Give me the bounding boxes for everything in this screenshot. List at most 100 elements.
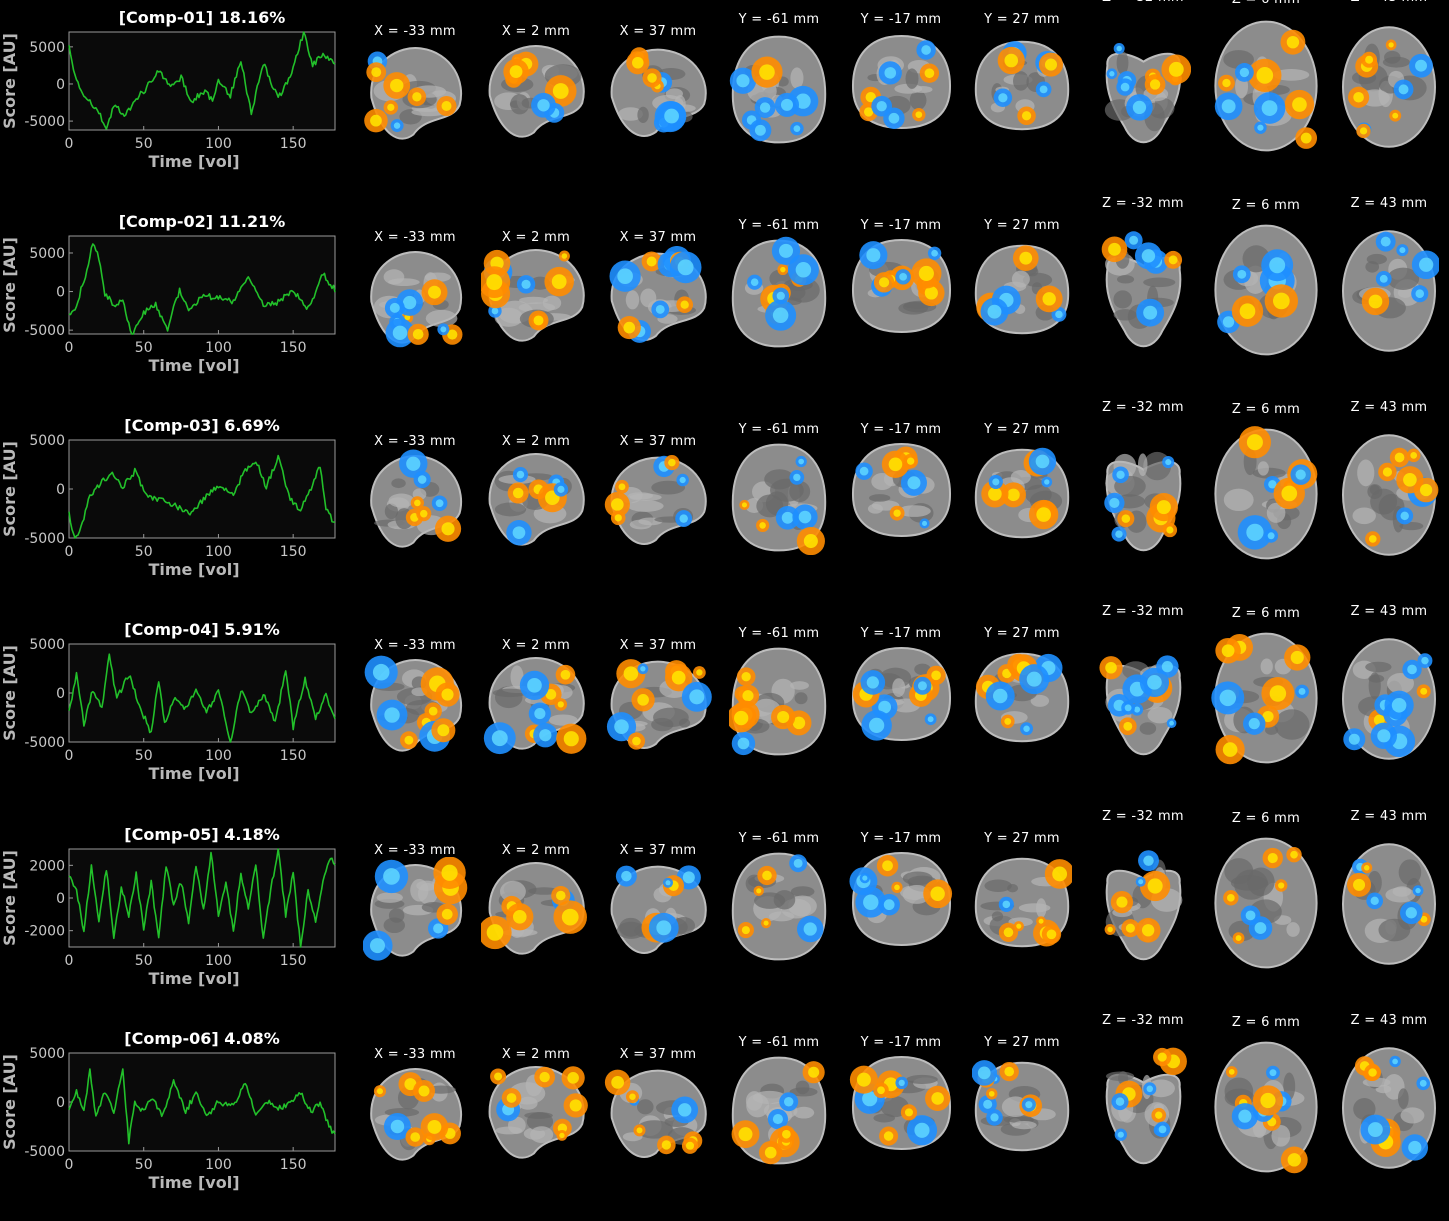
activation-peak-positive bbox=[440, 688, 454, 701]
slice-label: X = -33 mm bbox=[374, 230, 456, 245]
activation-peak-positive bbox=[914, 111, 922, 119]
activation-peak-positive bbox=[1042, 292, 1056, 306]
brain-slice-svg bbox=[1103, 451, 1181, 552]
activation-peak-positive bbox=[446, 329, 457, 340]
brain-slice-image bbox=[1339, 634, 1439, 764]
activation-peak-negative bbox=[868, 717, 884, 734]
activation-peak-negative bbox=[736, 74, 750, 88]
activation-peak-positive bbox=[856, 1072, 871, 1087]
activation-peak-negative bbox=[392, 325, 407, 341]
brain-slice-image bbox=[363, 448, 468, 553]
brain-tissue bbox=[1030, 694, 1050, 707]
activation-peak-positive bbox=[763, 920, 769, 926]
y-tick-label: -5000 bbox=[24, 531, 65, 547]
activation-peak-negative bbox=[1124, 704, 1132, 712]
plot-area bbox=[68, 439, 336, 539]
x-tick-label: 100 bbox=[205, 748, 232, 764]
activation-peak-negative bbox=[534, 708, 546, 720]
activation-peak-negative bbox=[783, 1097, 794, 1107]
brain-slice-svg bbox=[488, 453, 585, 546]
plot-area bbox=[68, 1052, 336, 1152]
activation-peak-negative bbox=[439, 326, 446, 333]
activation-peak-positive bbox=[1168, 255, 1178, 265]
activation-peak-negative bbox=[1415, 59, 1427, 72]
brain-slice-image bbox=[1339, 226, 1439, 356]
activation-peak-positive bbox=[428, 706, 438, 716]
activation-peak-positive bbox=[403, 735, 413, 745]
brain-tissue bbox=[790, 681, 809, 690]
activation-peak-negative bbox=[1269, 257, 1286, 274]
brain-tissue bbox=[902, 871, 933, 886]
activation-peak-positive bbox=[1420, 687, 1428, 695]
activation-peak-negative bbox=[861, 875, 867, 881]
activation-peak-negative bbox=[1115, 45, 1122, 52]
slice-label: Z = 6 mm bbox=[1201, 0, 1331, 7]
brain-tissue bbox=[756, 494, 784, 518]
activation-peak-negative bbox=[491, 307, 499, 315]
brain-slice-image bbox=[972, 650, 1072, 745]
activation-peak-positive bbox=[1107, 242, 1121, 256]
brain-slice-svg bbox=[851, 238, 951, 334]
activation-peak-positive bbox=[1121, 514, 1130, 523]
activation-peak-negative bbox=[1392, 1058, 1398, 1065]
slice-label: X = 2 mm bbox=[501, 1047, 571, 1062]
activation-peak-negative bbox=[754, 124, 766, 136]
plot-area bbox=[68, 643, 336, 743]
activation-peak-negative bbox=[677, 259, 694, 276]
slice-label: Y = -17 mm bbox=[860, 626, 942, 641]
activation-peak-positive bbox=[560, 669, 571, 680]
activation-peak-positive bbox=[696, 669, 703, 676]
brain-tissue bbox=[526, 1112, 554, 1132]
brain-tissue bbox=[794, 692, 808, 705]
x-axis-label: Time [vol] bbox=[148, 969, 239, 988]
brain-tissue bbox=[1137, 453, 1148, 477]
slice-label: Z = 43 mm bbox=[1324, 0, 1449, 5]
activation-peak-positive bbox=[808, 1066, 820, 1078]
brain-tissue bbox=[424, 272, 451, 282]
x-tick-label: 50 bbox=[135, 1157, 153, 1173]
activation-peak-negative bbox=[1398, 84, 1409, 95]
activation-peak-positive bbox=[567, 1072, 579, 1084]
x-axis-label: Time [vol] bbox=[148, 560, 239, 579]
brain-tissue bbox=[868, 494, 890, 502]
brain-tissue bbox=[1022, 272, 1053, 288]
activation-peak-negative bbox=[1164, 459, 1171, 466]
brain-slice-svg bbox=[1214, 426, 1318, 560]
brain-slice-svg bbox=[731, 852, 827, 961]
brain-tissue bbox=[387, 278, 420, 286]
brain-slice-image bbox=[603, 450, 713, 550]
x-tick-label: 150 bbox=[280, 136, 307, 152]
activation-peak-positive bbox=[1106, 926, 1113, 933]
activation-peak-positive bbox=[409, 1132, 420, 1142]
brain-slice-svg bbox=[1214, 1041, 1318, 1174]
activation-peak-positive bbox=[1004, 1066, 1015, 1077]
brain-slice-svg bbox=[849, 1055, 951, 1151]
slice-label: Z = -32 mm bbox=[1078, 0, 1208, 5]
brain-tissue bbox=[746, 1093, 770, 1118]
activation-peak-positive bbox=[742, 690, 754, 702]
activation-peak-negative bbox=[877, 700, 891, 714]
activation-peak-negative bbox=[1023, 725, 1030, 732]
activation-peak-positive bbox=[883, 1131, 893, 1141]
activation-peak-positive bbox=[759, 64, 775, 80]
activation-peak-positive bbox=[1038, 918, 1044, 924]
activation-peak-positive bbox=[1359, 127, 1368, 135]
activation-peak-negative bbox=[888, 112, 899, 124]
slice-label: Z = 43 mm bbox=[1350, 400, 1428, 415]
brain-slice-svg bbox=[1104, 43, 1191, 144]
brain-tissue bbox=[1013, 71, 1029, 91]
activation-peak-positive bbox=[1388, 42, 1394, 48]
brain-slice-image bbox=[1211, 628, 1321, 768]
brain-tissue bbox=[510, 94, 530, 115]
brain-tissue bbox=[790, 886, 815, 897]
activation-peak-negative bbox=[1254, 922, 1267, 934]
brain-tissue bbox=[1353, 1098, 1376, 1120]
activation-peak-positive bbox=[1290, 850, 1298, 859]
brain-tissue bbox=[1223, 488, 1254, 512]
